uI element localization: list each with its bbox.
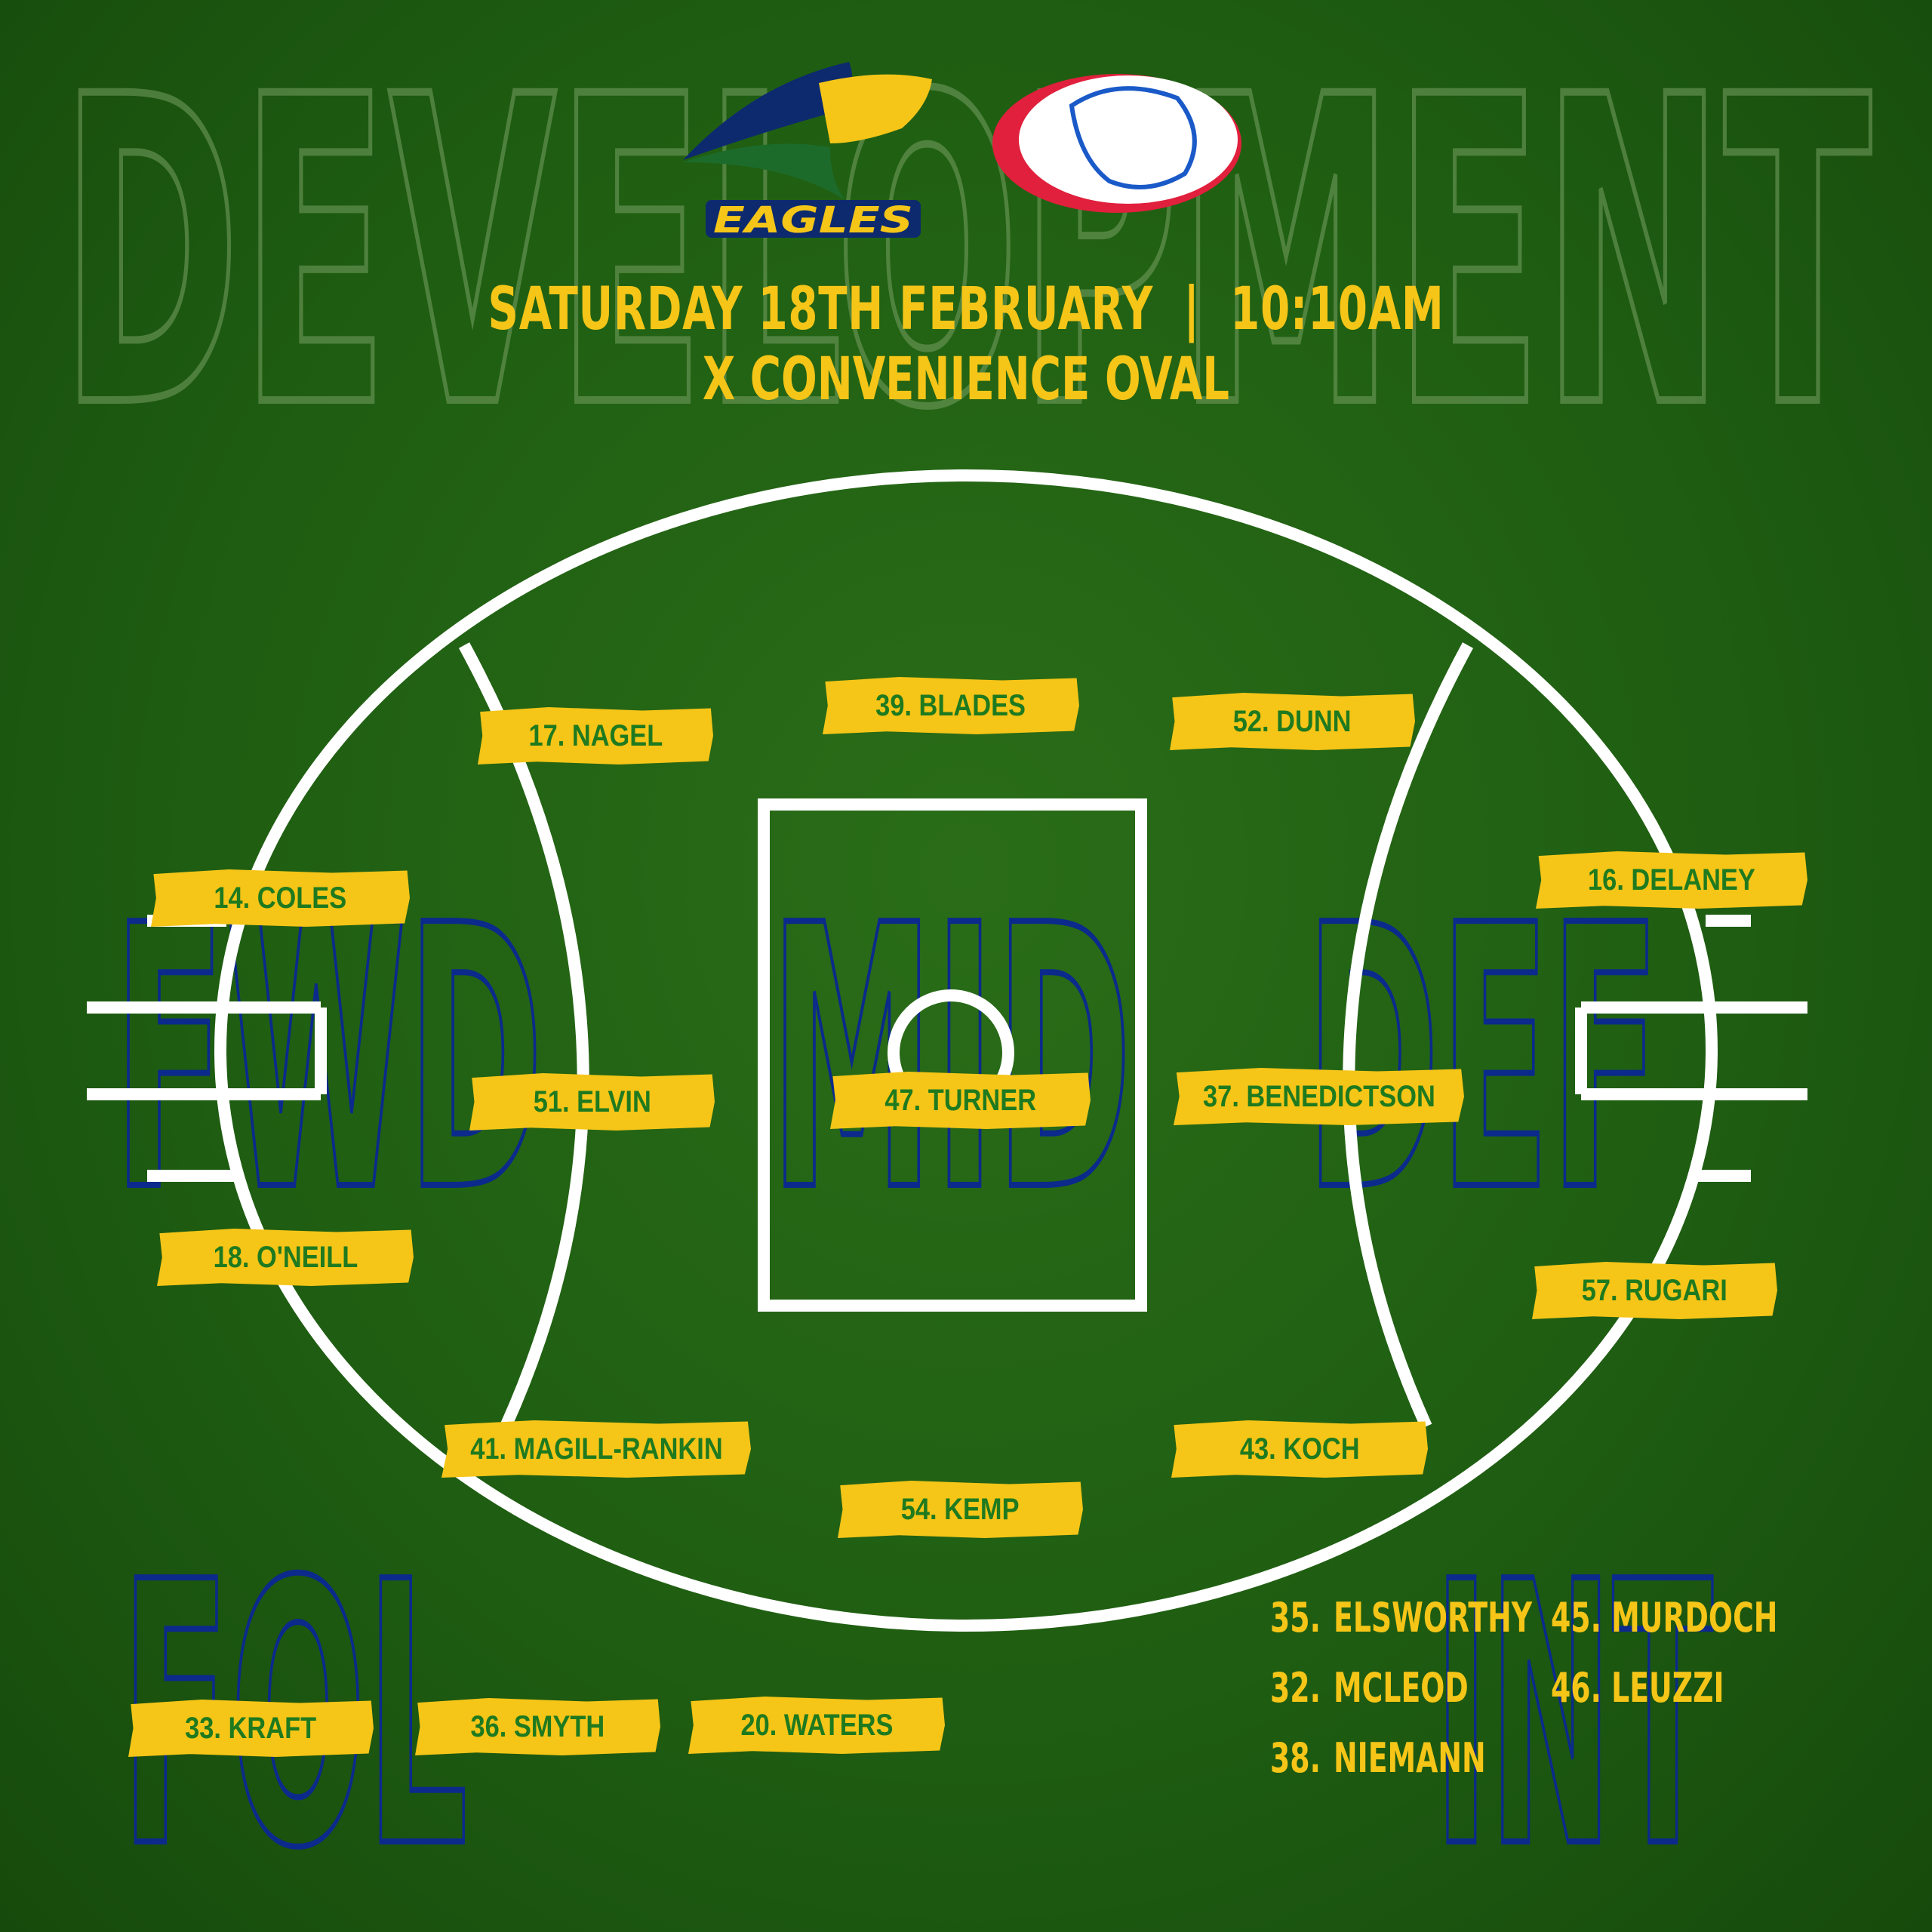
match-date: SATURDAY 18TH FEBRUARY [488,275,1153,343]
interchange-player: 45. MURDOCH [1551,1594,1778,1641]
interchange-player: 38.NIEMANN [1270,1734,1486,1782]
player-chip: 54. KEMP [838,1481,1083,1538]
player-chip: 41. MAGILL-RANKIN [441,1420,751,1478]
follower-chip: 36. SMYTH [415,1698,660,1755]
player-chip: 39. BLADES [823,677,1079,734]
bulldog-logo [992,74,1241,213]
zone-int: INT [1434,1506,1714,1927]
right-goal-square [1575,915,1807,1182]
player-chip: 51. ELVIN [469,1073,715,1131]
eagles-logo: EAGLES [683,62,932,242]
player-chip: 37. BENEDICTSON [1174,1068,1464,1125]
follower-chip: 20. WATERS [688,1697,945,1754]
zone-mid: MID [770,849,1132,1271]
boundary-line [214,469,1718,1632]
match-time: 10:10AM [1230,275,1444,343]
player-chip: 57. RUGARI [1532,1262,1777,1319]
match-date-time: SATURDAY 18TH FEBRUARY | 10:10AM [270,275,1661,343]
match-venue: X CONVENIENCE OVAL [702,346,1230,414]
interchange-player: 32.MCLEOD [1270,1664,1469,1712]
player-chip: 14. COLES [151,869,410,927]
separator: | [1183,275,1200,343]
follower-chip: 33. KRAFT [128,1700,374,1757]
interchange-player: 46. LEUZZI [1551,1664,1724,1712]
player-chip: 16. DELANEY [1536,851,1807,909]
right-50m-arc [1343,642,1474,1429]
centre-square [758,798,1147,1312]
player-chip: 18. O'NEILL [157,1229,414,1286]
eagles-wordmark: EAGLES [713,199,913,242]
player-chip: 43. KOCH [1171,1420,1428,1478]
development-watermark: DEVELOPMENT [60,8,1873,500]
player-chip: 17. NAGEL [478,707,713,764]
player-chip: 52. DUNN [1170,693,1415,750]
player-chip: 47. TURNER [830,1072,1091,1129]
left-goal-square [87,915,327,1182]
interchange-player: 35.ELSWORTHY [1270,1594,1533,1641]
